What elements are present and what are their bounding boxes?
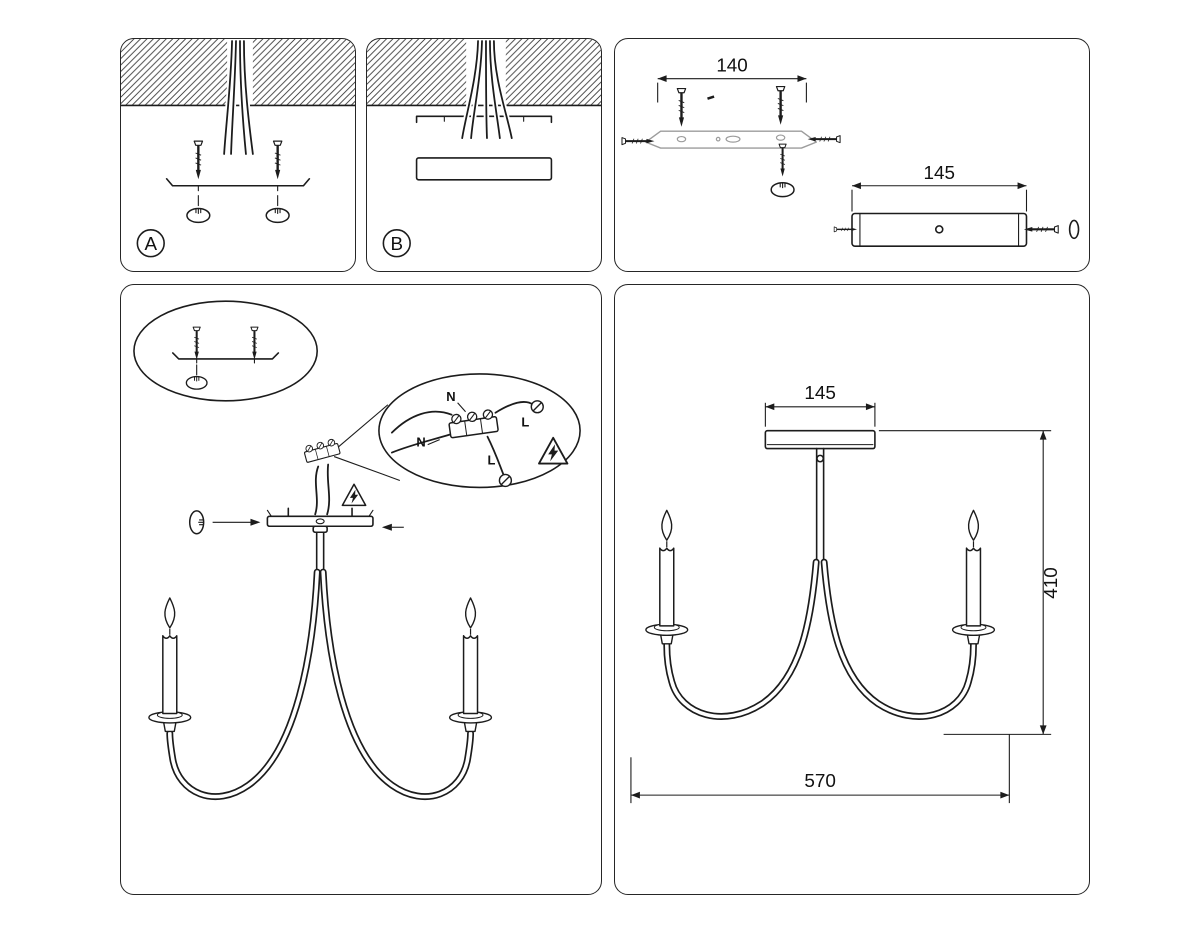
canopy-width-value: 145	[804, 383, 836, 404]
screw-icon	[775, 85, 786, 126]
mounting-bracket-3d	[645, 95, 818, 149]
label-line-top: L	[521, 415, 529, 430]
candle-icon	[448, 597, 493, 733]
supply-wire	[314, 465, 320, 516]
right-arm	[319, 568, 475, 800]
chandelier-body	[148, 525, 493, 800]
arrow-left-icon	[381, 523, 392, 531]
bracket-span-value: 140	[716, 55, 747, 76]
screw-icon	[1022, 224, 1060, 235]
width-value: 570	[804, 771, 836, 792]
wall-anchor-icon	[186, 207, 211, 224]
step-a-badge: A	[136, 229, 165, 258]
screw-icon	[676, 87, 687, 128]
plate-length-value: 145	[924, 162, 955, 183]
wall-anchor-icon	[265, 207, 290, 224]
supply-wire	[326, 463, 331, 516]
label-neutral-top: N	[446, 389, 455, 404]
panel-assembly-wiring: N L N L	[120, 284, 602, 895]
wire-neutral-top	[390, 410, 453, 434]
screw-head-icon	[530, 400, 544, 414]
right-arm	[820, 558, 977, 720]
wiring-callout: N L N L	[378, 373, 581, 489]
stem-collar	[312, 525, 328, 534]
wall-anchor-icon	[188, 510, 205, 535]
assembly-drawing: N L N L	[133, 300, 581, 800]
mains-wires	[459, 39, 515, 141]
screw-icon	[778, 143, 788, 178]
height-value: 410	[1041, 567, 1062, 599]
candle-icon	[148, 597, 192, 733]
callout-pointer	[333, 404, 389, 451]
canopy-plate	[764, 429, 876, 450]
panel-step-b: B	[366, 38, 602, 272]
panel-hardware-dimensions: 140 145	[614, 38, 1090, 272]
terminal-block	[302, 437, 341, 464]
canopy-plate	[415, 157, 553, 181]
dimension-570: 570	[630, 734, 1010, 804]
dimension-145: 145	[764, 383, 876, 427]
cap-nut-icon	[1068, 219, 1080, 240]
candle-icon	[951, 509, 996, 645]
mains-wires	[221, 39, 256, 157]
dimensioned-fixture-drawing: 145	[630, 383, 1062, 804]
step-b-drawing: B	[367, 39, 601, 258]
dimension-140: 140	[657, 55, 807, 103]
wire-line-bottom	[486, 435, 505, 476]
ceiling-plate	[851, 212, 1028, 248]
wire-line-top	[494, 401, 535, 414]
hardware-dimensions-drawing: 140 145	[620, 55, 1080, 248]
candle-icon	[645, 509, 689, 645]
label-neutral-bottom: N	[416, 435, 425, 450]
mounting-bracket	[165, 178, 311, 192]
callout-pointer	[333, 456, 401, 481]
dimension-145-plate: 145	[851, 162, 1028, 212]
wall-anchor-icon	[770, 182, 795, 198]
label-leader	[427, 439, 440, 446]
wall-anchor-icon	[185, 375, 208, 390]
label-leader	[457, 402, 466, 413]
screw-icon	[272, 139, 284, 181]
arrow-right-icon	[250, 518, 261, 526]
callout-anchor-detail	[133, 300, 318, 402]
step-b-label: B	[390, 233, 403, 254]
canopy-crossbar	[266, 507, 374, 528]
step-a-label: A	[144, 233, 157, 254]
wire-neutral-bottom	[390, 433, 451, 454]
dimension-410: 410	[878, 430, 1062, 735]
screw-icon	[192, 139, 204, 181]
panel-fixture-dimensions: 145	[614, 284, 1090, 895]
step-a-drawing: A	[121, 39, 355, 258]
electric-shock-warning-icon	[341, 483, 367, 507]
chandelier-body	[645, 447, 996, 720]
left-arm	[663, 558, 820, 720]
left-arm	[166, 568, 321, 800]
panel-step-a: A	[120, 38, 356, 272]
step-b-badge: B	[382, 229, 411, 258]
screw-head-icon	[498, 473, 513, 488]
label-line-bottom: L	[488, 453, 496, 468]
